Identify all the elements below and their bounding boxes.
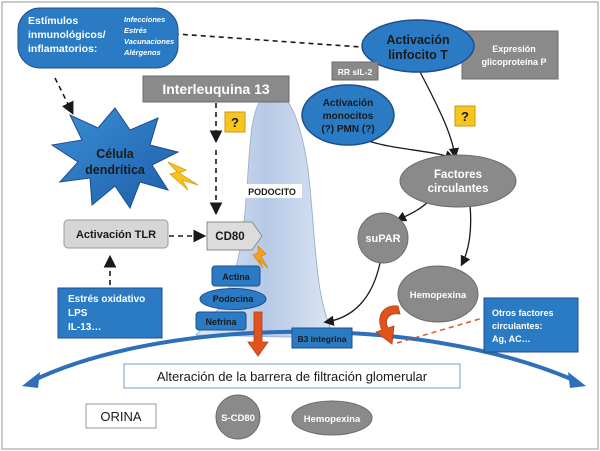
hemopexina-label: Hemopexina: [410, 290, 467, 301]
stimuli-example-2: Estrés: [124, 26, 147, 35]
actina-label: Actina: [222, 272, 251, 282]
down-arrow-podocito: [247, 311, 269, 357]
cd80-box: [206, 221, 263, 251]
activacion-linfocito-line1: Activación: [386, 33, 449, 47]
stimuli-line3: inflamatorios:: [28, 43, 97, 55]
otros-line3: Ag, AC…: [492, 334, 531, 344]
membrane-arrow-left: [22, 372, 40, 388]
celula-line1: Célula: [96, 147, 135, 161]
arrow-stimuli-to-celula: [54, 77, 74, 115]
stimuli-example-4: Alérgenos: [123, 48, 161, 57]
alteracion-barrera-box: [123, 363, 461, 389]
celula-line2: dendrítica: [85, 163, 146, 177]
rr-sil2-box: [331, 61, 379, 81]
podocito-label: PODOCITO: [248, 187, 296, 197]
monocitos-line1: Activación: [323, 98, 374, 109]
podocina-label: Podocina: [213, 294, 254, 304]
hemopexina-orina-ellipse: [291, 400, 373, 436]
celula-dendritica-shape: [50, 107, 180, 210]
expresion-line2: glicoproteína P: [481, 57, 546, 67]
stimuli-example-1: Infecciones: [124, 15, 165, 24]
arrow-linfocito-to-factores: [417, 67, 460, 159]
alteracion-barrera-label: Alteración de la barrera de filtración g…: [157, 369, 428, 384]
otros-line2: circulantes:: [492, 321, 543, 331]
orina-box: [85, 403, 157, 429]
lightning-icon-celula: [167, 161, 199, 191]
expresion-line1: Expresión: [492, 44, 536, 54]
actina-box: [211, 265, 261, 287]
hemopexina-orina-label: Hemopexina: [304, 414, 361, 425]
activacion-tlr-label: Activación TLR: [76, 229, 156, 241]
estres-box: [57, 287, 163, 339]
arrow-stimuli-to-linfocito: [119, 29, 379, 54]
monocitos-line2: monocitos: [323, 111, 374, 122]
otros-factores-box: [483, 297, 579, 353]
supar-label: suPAR: [365, 233, 400, 245]
activacion-monocitos-ellipse: [301, 84, 395, 146]
podocina-ellipse: [199, 288, 267, 310]
curved-arrow-hemopexina: [375, 305, 401, 345]
cd80-label: CD80: [215, 231, 244, 243]
arrow-factores-to-hemopexina: [460, 204, 472, 267]
b3-integrina-label: B3 integrina: [297, 334, 346, 344]
question-mark-left: ?: [231, 115, 239, 130]
factores-circulantes-ellipse: [399, 154, 517, 208]
question-mark-right: ?: [461, 109, 469, 124]
hemopexina-ellipse: [397, 265, 479, 323]
nefrina-label: Nefrina: [205, 317, 237, 327]
activacion-linfocito-line2: linfocito T: [388, 48, 448, 62]
s-cd80-label: S-CD80: [221, 413, 255, 424]
nefrina-box: [195, 311, 247, 331]
factores-line1: Factores: [434, 169, 482, 181]
arrow-monocitos-to-factores: [364, 139, 456, 161]
arrow-otros-dashed: [396, 317, 484, 344]
estres-line3: IL-13…: [68, 322, 101, 333]
otros-line1: Otros factores: [492, 308, 554, 318]
interleuquina-box: [142, 75, 290, 103]
question-box-left: [224, 111, 246, 133]
expresion-box: [461, 30, 559, 80]
b3-integrina-box: [291, 327, 353, 349]
interleuquina-label: Interleuquina 13: [162, 81, 270, 97]
stimuli-example-3: Vacunaciones: [124, 37, 174, 46]
rr-sil2-label: RR sIL-2: [338, 67, 373, 77]
question-box-right: [454, 105, 476, 127]
factores-line2: circulantes: [428, 183, 489, 195]
supar-circle: [357, 212, 409, 264]
orina-label: ORINA: [100, 409, 142, 424]
stimuli-line1: Estímulos: [28, 15, 78, 27]
stimuli-line2: inmunológicos/: [28, 29, 106, 41]
activacion-linfocito-ellipse: [361, 19, 475, 73]
estres-line1: Estrés oxidativo: [68, 294, 145, 305]
activacion-tlr-box: [63, 219, 169, 249]
stimuli-box: [17, 7, 179, 69]
monocitos-line3: (?) PMN (?): [321, 124, 374, 135]
podocito-bg: [242, 184, 302, 198]
estres-line2: LPS: [68, 308, 88, 319]
membrane-arrow-right: [568, 372, 586, 388]
s-cd80-circle: [215, 394, 261, 440]
lightning-icon-podocito: [252, 245, 269, 269]
arrow-supar-to-b3: [323, 262, 381, 326]
